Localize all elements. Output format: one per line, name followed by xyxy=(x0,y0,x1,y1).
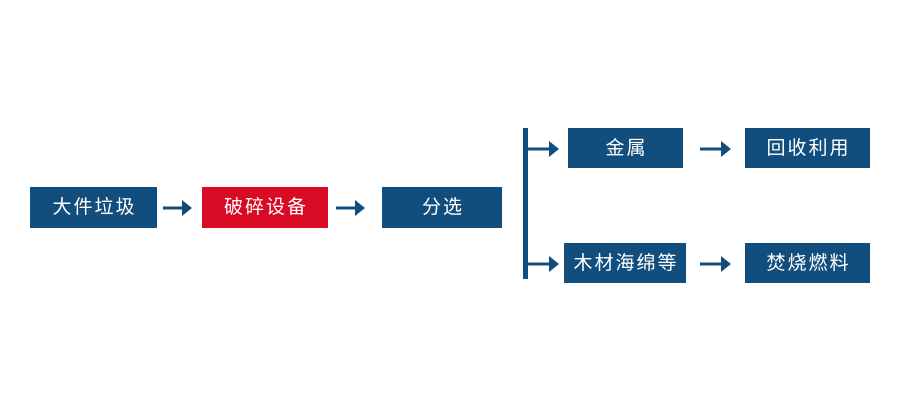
node-crushing-equipment[interactable]: 破碎设备 xyxy=(202,187,328,228)
arrow-right-icon-main-1 xyxy=(163,196,193,220)
arrow-right-icon-branch-upper xyxy=(700,137,732,161)
node-wood-sponge[interactable]: 木材海绵等 xyxy=(564,243,686,283)
arrow-right-icon-branch-lower xyxy=(700,252,732,276)
vertical-connector-line xyxy=(523,128,528,279)
node-burn-fuel[interactable]: 焚烧燃料 xyxy=(745,243,870,283)
node-bulky-waste[interactable]: 大件垃圾 xyxy=(30,187,157,228)
branch-arrow-icon-lower xyxy=(526,252,560,276)
node-recycle[interactable]: 回收利用 xyxy=(745,128,870,168)
branch-arrow-icon-upper xyxy=(526,137,560,161)
arrow-right-icon-main-2 xyxy=(336,196,366,220)
node-metal[interactable]: 金属 xyxy=(568,128,683,168)
node-sorting[interactable]: 分选 xyxy=(382,187,502,228)
